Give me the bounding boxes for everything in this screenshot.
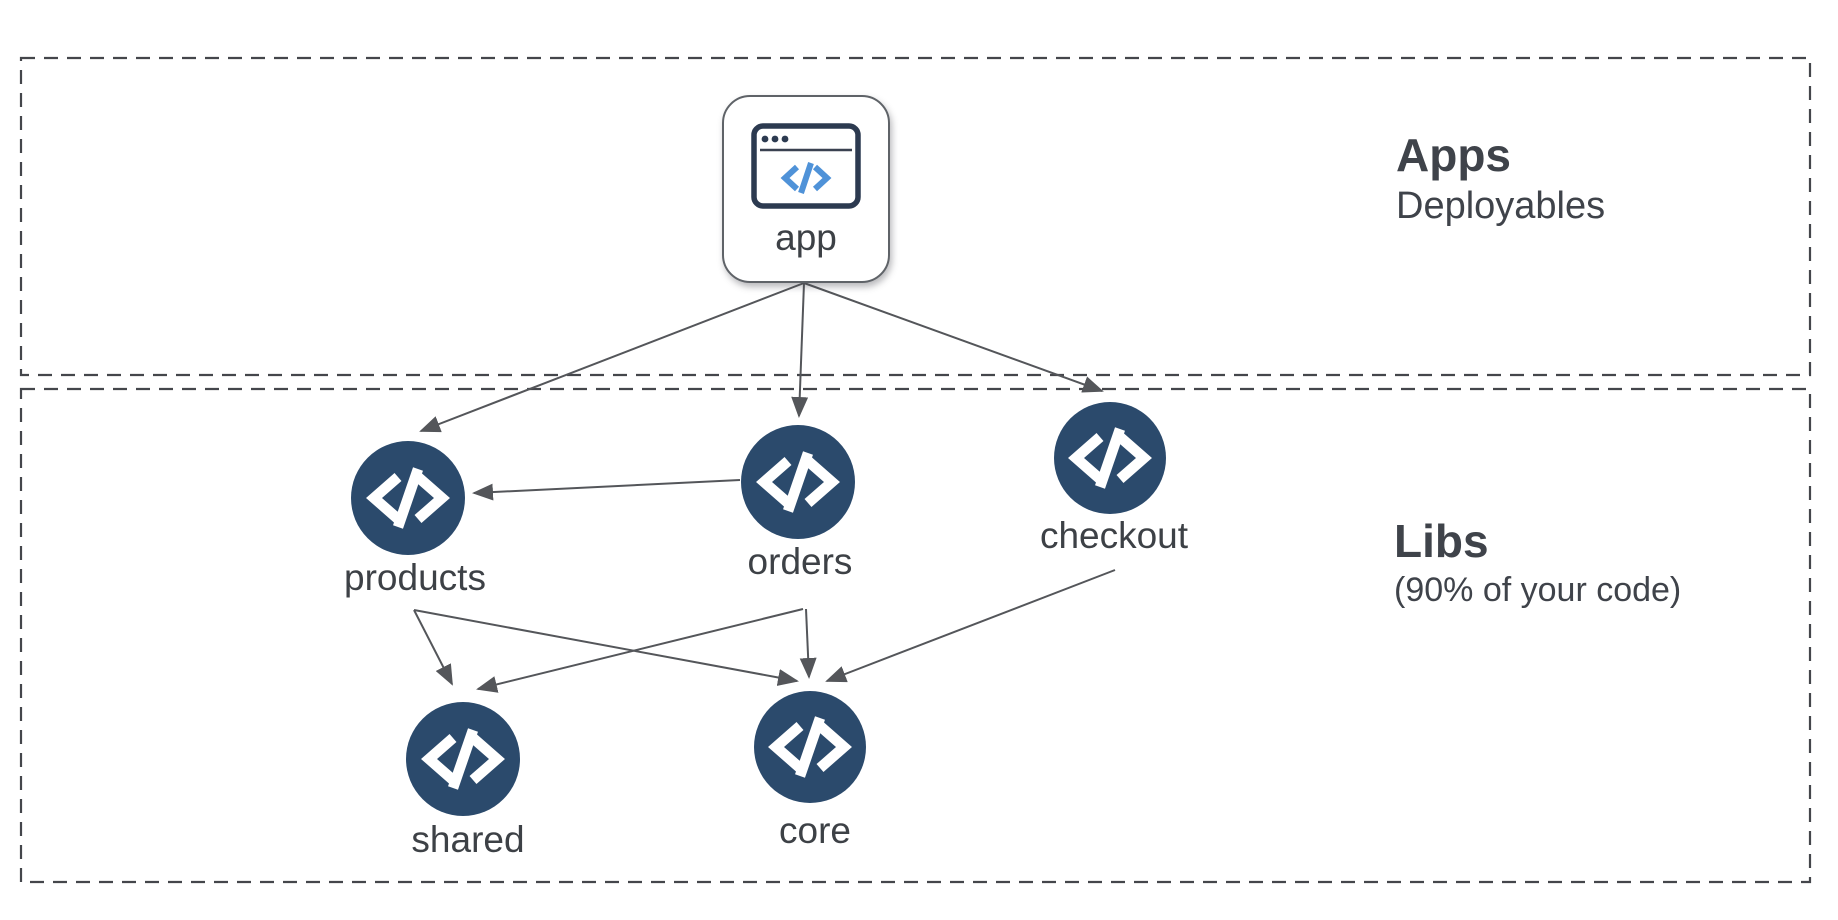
libs-title: Libs [1394,515,1489,567]
edge-products-core [413,609,799,686]
node-shared-label: shared [411,819,524,860]
node-products-label: products [344,557,486,598]
code-icon [421,728,505,790]
node-checkout-label: checkout [1040,515,1189,556]
node-orders: orders [741,425,855,582]
code-icon [366,467,450,529]
node-app-label: app [775,216,837,258]
code-icon [768,716,852,778]
apps-section-box [19,56,1812,377]
node-products: products [344,441,486,598]
apps-subtitle: Deployables [1396,185,1606,228]
libs-section-box [19,387,1812,884]
edge-checkout-core [825,569,1116,683]
edge-orders-shared [476,608,804,693]
code-icon [756,451,840,513]
apps-title: Apps [1396,129,1511,181]
node-checkout: checkout [1040,402,1189,556]
edge-products-shared [413,609,453,686]
edge-app-orders [791,282,809,418]
libs-subtitle: (90% of your code) [1394,571,1682,610]
edge-orders-products [472,479,741,501]
apps-heading: Apps Deployables [1396,128,1605,232]
libs-heading: Libs (90% of your code) [1394,514,1681,614]
node-app: app [722,95,890,283]
edge-layer [413,282,1116,693]
edge-app-checkout [803,282,1104,393]
edge-orders-core [799,608,817,679]
node-core: core [754,691,866,851]
browser-code-icon [751,122,861,209]
edge-app-products [419,282,805,433]
code-icon [1068,427,1152,489]
node-core-label: core [779,810,851,851]
node-shared: shared [406,702,525,860]
node-orders-label: orders [748,541,853,582]
